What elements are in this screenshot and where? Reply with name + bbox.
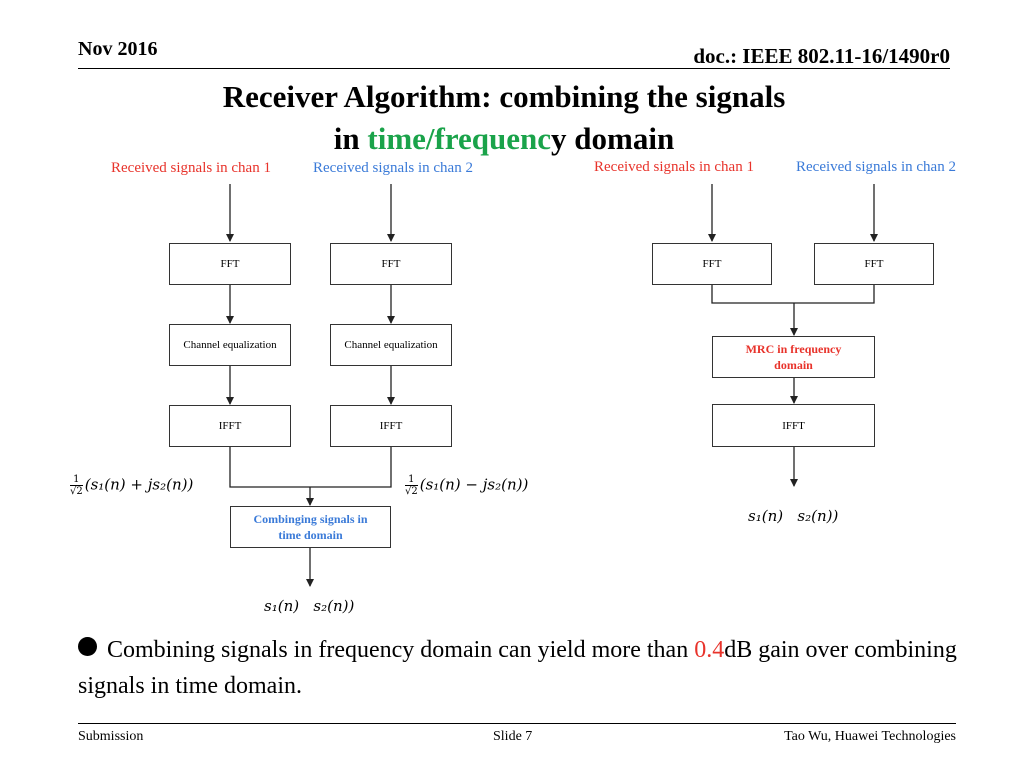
slide-title: Receiver Algorithm: combining the signal…	[0, 76, 1008, 160]
bullet-point: Combining signals in frequency domain ca…	[78, 632, 958, 704]
right-input-chan2: Received signals in chan 2	[796, 159, 956, 175]
title-prefix: in	[333, 121, 368, 156]
left-ifft-2: IFFT	[330, 405, 452, 447]
mrc-line-1: MRC in frequency	[745, 342, 842, 356]
bullet-text-after: dB gain over combining signals in time d…	[78, 637, 957, 699]
title-line-2: in time/frequency domain	[0, 118, 1008, 160]
left-combine-time-box: Combinging signals in time domain	[230, 506, 391, 548]
title-line-1: Receiver Algorithm: combining the signal…	[222, 79, 786, 114]
header-date: Nov 2016	[78, 38, 158, 60]
bullet-dot-icon	[78, 637, 97, 656]
right-fft-1: FFT	[652, 243, 772, 285]
footer-divider	[78, 723, 956, 724]
left-output-sum: 1√2(s₁(n) + js₂(n))	[70, 474, 194, 497]
header-doc-id: doc.: IEEE 802.11-16/1490r0	[693, 44, 950, 68]
frac-1-sqrt2: 1√2	[70, 474, 83, 497]
left-input-chan2: Received signals in chan 2	[313, 160, 473, 176]
line-r-merge	[711, 285, 875, 304]
right-ifft: IFFT	[712, 404, 875, 447]
left-input-chan1: Received signals in chan 1	[111, 160, 271, 176]
frac-1-sqrt2: 1√2	[405, 474, 418, 497]
left-fft-1: FFT	[169, 243, 291, 285]
right-mrc-freq-box: MRC in frequency domain	[712, 336, 875, 378]
left-channel-eq-1: Channel equalization	[169, 324, 291, 366]
bullet-text-before: Combining signals in frequency domain ca…	[107, 637, 695, 663]
bullet-gain-value: 0.4	[694, 637, 725, 663]
footer-author: Tao Wu, Huawei Technologies	[784, 729, 956, 744]
left-output-diff: 1√2(s₁(n) − js₂(n))	[405, 474, 529, 497]
right-result: s₁(n) s₂(n))	[748, 507, 839, 525]
header-divider	[78, 68, 950, 69]
footer-slide-number: Slide 7	[493, 729, 533, 744]
mrc-line-2: domain	[774, 358, 813, 372]
right-fft-2: FFT	[814, 243, 934, 285]
left-ifft-1: IFFT	[169, 405, 291, 447]
left-channel-eq-2: Channel equalization	[330, 324, 452, 366]
title-suffix: y domain	[551, 121, 675, 156]
left-result: s₁(n) s₂(n))	[264, 597, 355, 615]
title-highlight: time/frequenc	[367, 121, 552, 156]
line-l-merge	[229, 447, 392, 488]
right-input-chan1: Received signals in chan 1	[594, 159, 754, 175]
footer-submission: Submission	[78, 729, 144, 744]
combine-line-2: time domain	[278, 528, 343, 542]
combine-line-1: Combinging signals in	[253, 512, 368, 526]
left-fft-2: FFT	[330, 243, 452, 285]
